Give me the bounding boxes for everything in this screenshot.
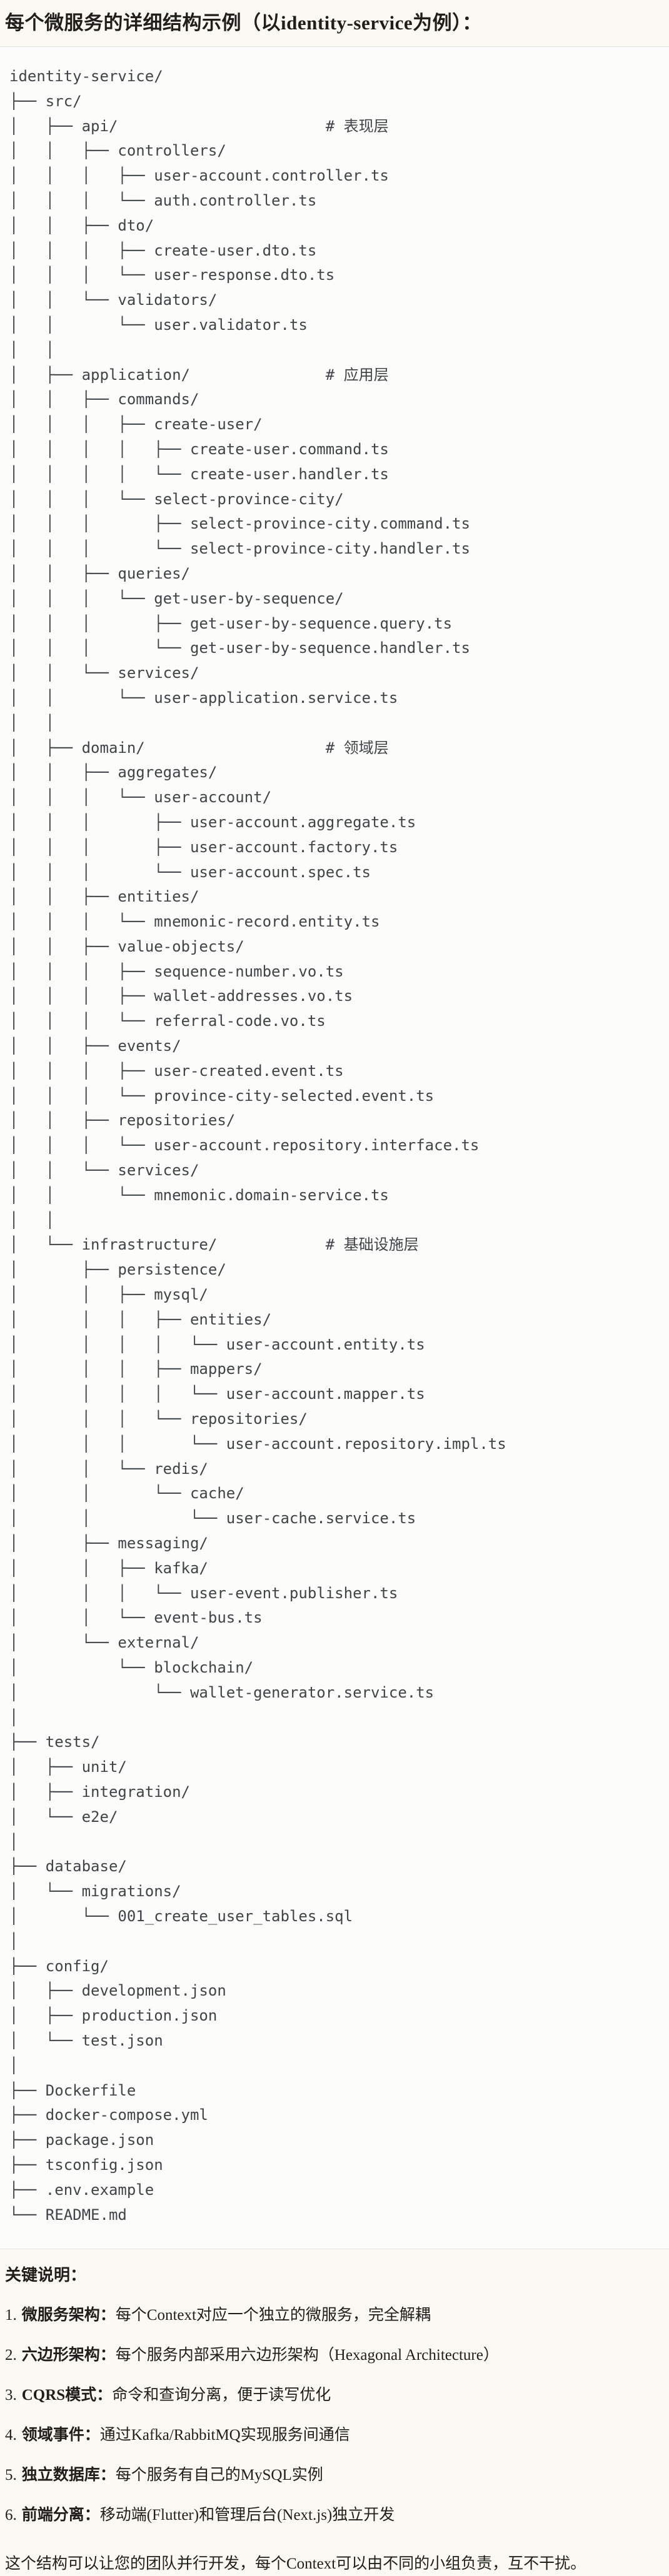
- code-block: identity-service/ ├── src/ │ ├── api/ # …: [0, 46, 669, 2250]
- note-item: 3.CQRS模式：命令和查询分离，便于读写优化: [5, 2383, 664, 2407]
- note-number: 4.: [5, 2427, 17, 2444]
- notes-title: 关键说明：: [5, 2266, 87, 2285]
- directory-tree: identity-service/ ├── src/ │ ├── api/ # …: [9, 67, 506, 2224]
- note-term: 六边形架构：: [21, 2347, 116, 2364]
- note-item: 6.前端分离：移动端(Flutter)和管理后台(Next.js)独立开发: [5, 2503, 664, 2527]
- note-term: 独立数据库：: [21, 2467, 116, 2484]
- note-term: 微服务架构：: [21, 2307, 116, 2324]
- note-desc: 每个Context对应一个独立的微服务，完全解耦: [115, 2307, 431, 2324]
- note-number: 1.: [5, 2307, 17, 2324]
- note-term: 领域事件：: [21, 2427, 100, 2444]
- note-term: 前端分离：: [21, 2507, 100, 2524]
- note-term: CQRS模式：: [21, 2387, 113, 2404]
- note-desc: 命令和查询分离，便于读写优化: [112, 2387, 331, 2404]
- doc-header: 每个微服务的详细结构示例（以identity-service为例）：: [0, 0, 669, 37]
- page-title: 每个微服务的详细结构示例（以identity-service为例）：: [5, 12, 482, 34]
- note-item: 4.领域事件：通过Kafka/RabbitMQ实现服务间通信: [5, 2423, 664, 2447]
- note-desc: 每个服务内部采用六边形架构（Hexagonal Architecture）: [115, 2347, 499, 2364]
- note-item: 1.微服务架构：每个Context对应一个独立的微服务，完全解耦: [5, 2303, 664, 2327]
- notes-section: 关键说明： 1.微服务架构：每个Context对应一个独立的微服务，完全解耦 2…: [0, 2249, 669, 2576]
- note-desc: 每个服务有自己的MySQL实例: [115, 2467, 323, 2484]
- note-number: 2.: [5, 2347, 17, 2364]
- note-item: 2.六边形架构：每个服务内部采用六边形架构（Hexagonal Architec…: [5, 2343, 664, 2367]
- note-number: 6.: [5, 2507, 17, 2524]
- note-desc: 移动端(Flutter)和管理后台(Next.js)独立开发: [99, 2507, 395, 2524]
- note-item: 5.独立数据库：每个服务有自己的MySQL实例: [5, 2463, 664, 2487]
- note-number: 3.: [5, 2387, 17, 2404]
- note-desc: 通过Kafka/RabbitMQ实现服务间通信: [99, 2427, 350, 2444]
- summary-paragraph: 这个结构可以让您的团队并行开发，每个Context可以由不同的小组负责，互不干扰…: [5, 2555, 586, 2573]
- note-number: 5.: [5, 2467, 17, 2484]
